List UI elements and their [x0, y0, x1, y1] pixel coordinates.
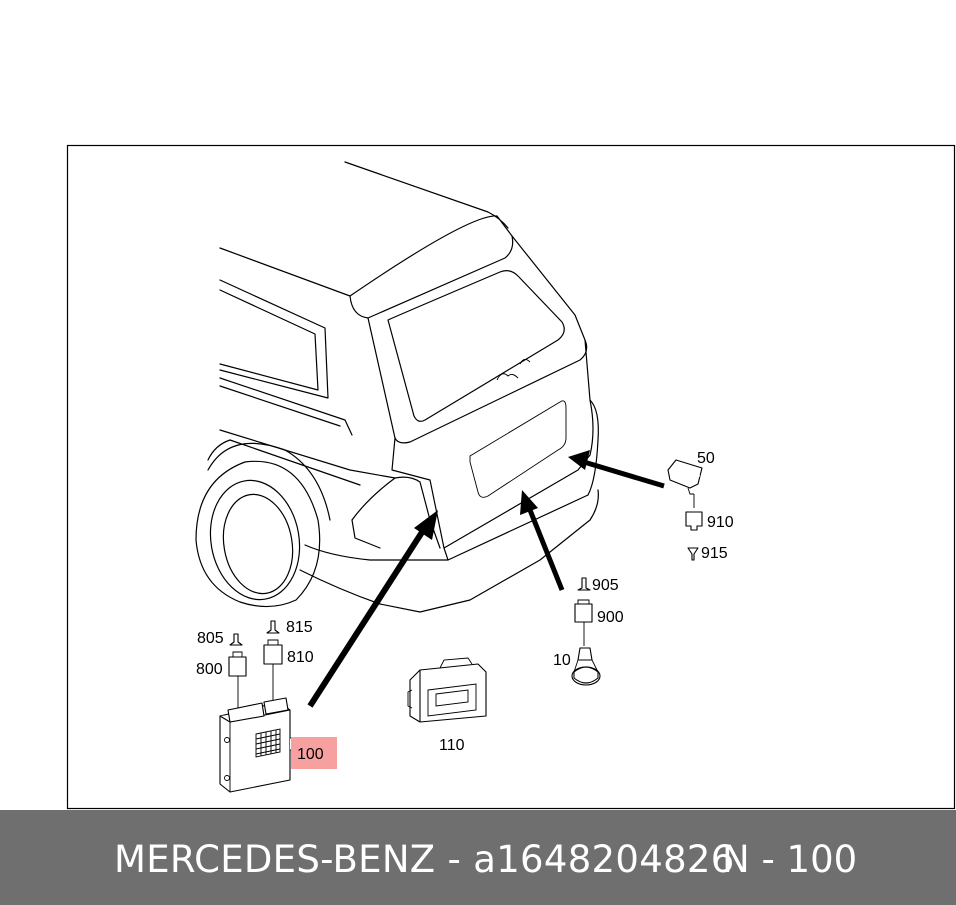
part-810-connector [263, 644, 283, 665]
brand-part-number: MERCEDES-BENZ - a1648204826 [114, 838, 735, 881]
arrow-to-handle [568, 450, 665, 489]
label-805: 805 [197, 630, 224, 647]
label-915: 915 [701, 545, 728, 562]
part-905-pin [577, 577, 591, 591]
label-50: 50 [697, 450, 715, 467]
part-800-connector [228, 656, 247, 677]
label-910: 910 [707, 514, 734, 531]
label-800: 800 [196, 661, 223, 678]
label-900: 900 [597, 609, 624, 626]
footer-bar: MERCEDES-BENZ - a1648204826 N - 100 [0, 810, 956, 905]
part-100-control-module [219, 697, 295, 793]
label-100: 100 [297, 746, 324, 763]
label-110: 110 [439, 737, 465, 754]
arrow-to-tailgate-left [307, 510, 438, 708]
parts-diagram: 50 910 915 905 900 10 805 800 815 810 [66, 144, 956, 810]
position-number: N - 100 [722, 838, 858, 881]
part-915-pin [687, 547, 699, 561]
part-50-switch [667, 459, 703, 495]
vehicle-rear-illustration [195, 161, 599, 613]
arrow-to-plate-area [520, 490, 565, 591]
part-805-pin [229, 633, 243, 646]
label-905: 905 [592, 577, 619, 594]
part-900-connector [574, 603, 593, 623]
label-815: 815 [286, 619, 313, 636]
diagram-frame [66, 144, 956, 810]
label-810: 810 [287, 649, 314, 666]
part-910-connector [685, 511, 703, 531]
label-100-highlight [291, 737, 337, 769]
part-10-button [571, 647, 601, 686]
part-815-pin [266, 620, 280, 634]
label-10: 10 [553, 652, 571, 669]
part-110-bracket [407, 657, 487, 723]
